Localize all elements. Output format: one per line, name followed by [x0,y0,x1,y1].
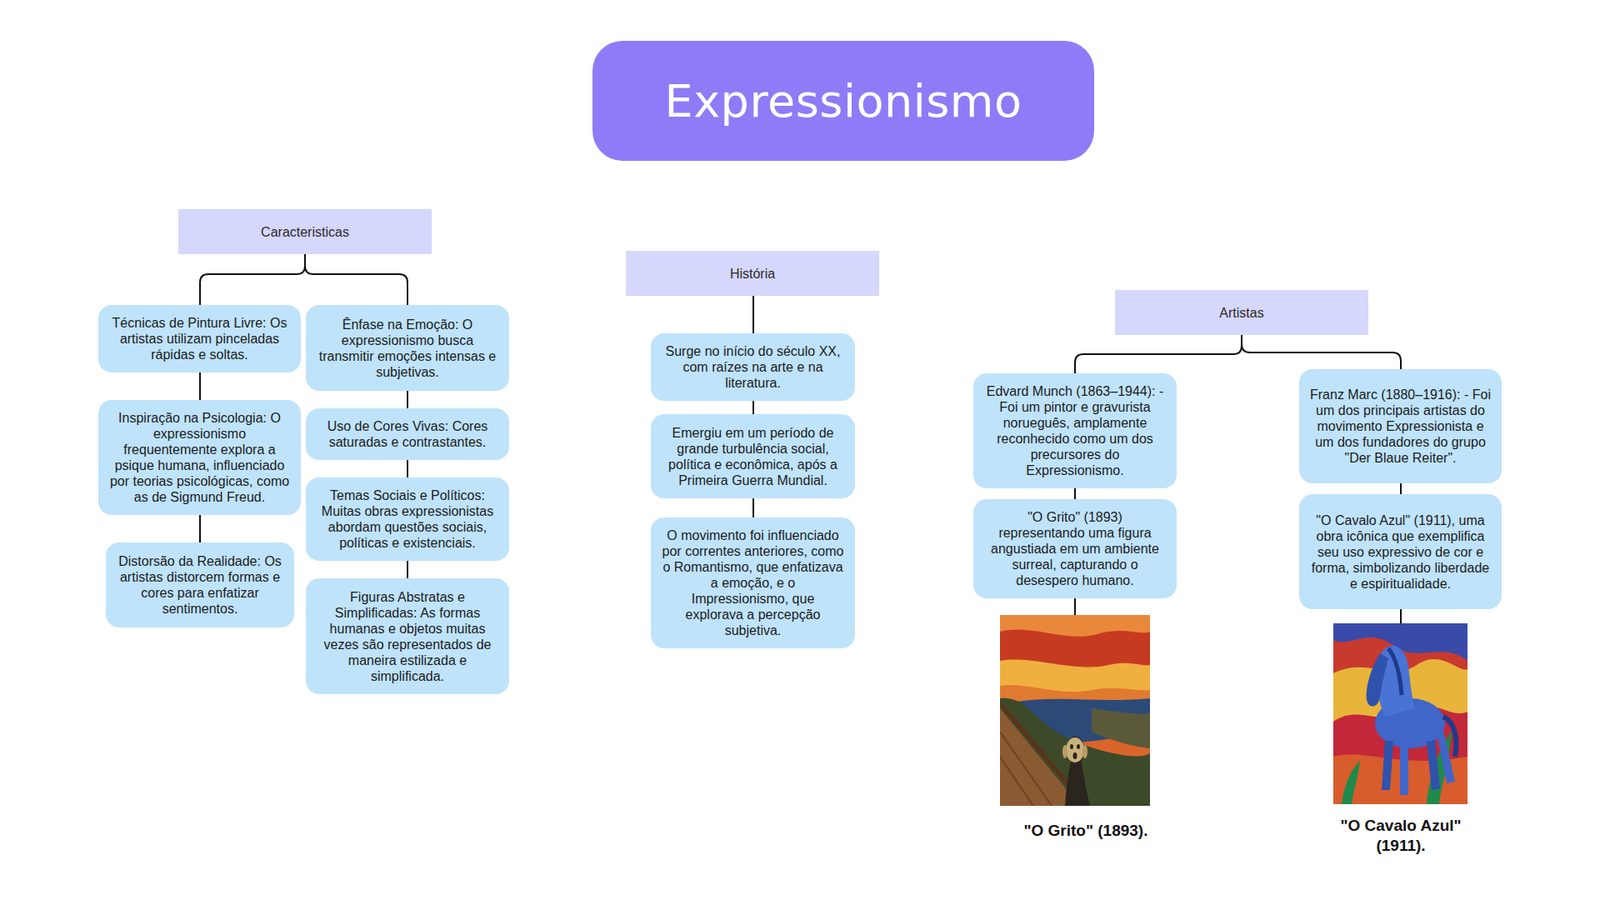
painting-shape [1062,745,1068,759]
painting-shape [1000,615,1150,806]
blue-horse-painting [1333,623,1468,805]
painting-shape [1426,740,1440,790]
info-box: "O Grito" (1893) representando uma figur… [973,499,1177,599]
text-wrap: Artistas [1125,305,1359,321]
info-box: O movimento foi influenciado por corrent… [650,517,855,649]
connector-line [199,372,201,400]
painting-shape [1366,653,1389,707]
painting-shape [1341,760,1360,805]
the-scream-painting [1000,615,1150,806]
painting-shape [1065,737,1085,763]
section-title: Caracteristicas [188,224,422,240]
painting-shape [1091,708,1150,749]
painting-shape [1070,744,1074,750]
connector-line [305,254,408,305]
connector-line [406,460,409,478]
title-box: Expressionismo [592,40,1095,161]
painting-shape [1065,736,1090,806]
painting-shape [1076,744,1080,750]
connector-line [200,254,305,305]
box-text: Inspiração na Psicologia: O expressionis… [108,410,291,505]
box-text: "O Grito" (1893) representando uma figur… [983,509,1167,589]
info-box: Ênfase na Emoção: O expressionismo busca… [305,305,510,391]
connector-line [752,295,755,334]
info-box: Inspiração na Psicologia: O expressionis… [98,400,301,515]
connector-line [406,390,409,409]
painting-shape [1082,745,1088,759]
box-text: Distorsão da Realidade: Os artistas dist… [115,553,285,617]
text-wrap: Franz Marc (1880–1916): - Foi um dos pri… [1309,386,1492,466]
painting-shape [1400,745,1409,795]
connector-line [1400,483,1402,495]
text-wrap: Edvard Munch (1863–1944): - Foi um pinto… [983,383,1167,479]
painting-shape [1000,731,1052,806]
info-box: Distorsão da Realidade: Os artistas dist… [105,542,295,628]
info-box: "O Cavalo Azul" (1911), uma obra icônica… [1299,494,1502,610]
text-wrap: "O Grito" (1893) representando uma figur… [983,509,1167,589]
text-wrap: Figuras Abstratas e Simplificadas: As fo… [315,589,500,685]
leader-line [1074,598,1076,615]
text-wrap: Caracteristicas [188,224,422,240]
painting-shape [1443,716,1456,757]
box-text: Franz Marc (1880–1916): - Foi um dos pri… [1309,386,1492,466]
box-text: Emergiu em um período de grande turbulên… [660,425,845,489]
box-text: O movimento foi influenciado por corrent… [660,527,845,639]
section-header: História [625,250,880,296]
painting-shape [1381,740,1394,790]
painting-caption: "O Grito" (1893). [969,820,1203,841]
painting-caption: "O Cavalo Azul" (1911). [1327,815,1475,856]
section-header: Caracteristicas [178,209,432,255]
text-wrap: Emergiu em um período de grande turbulên… [660,425,845,489]
text-wrap: Ênfase na Emoção: O expressionismo busca… [315,316,500,380]
box-text: Temas Sociais e Políticos: Muitas obras … [315,487,500,551]
info-box: Técnicas de Pintura Livre: Os artistas u… [98,305,301,373]
painting-shape [1000,756,1034,806]
connector-line [1241,335,1401,370]
box-text: Surge no início do século XX, com raízes… [660,343,845,391]
info-box: Franz Marc (1880–1916): - Foi um dos pri… [1299,369,1502,484]
connector-line [1074,488,1076,500]
box-text: Ênfase na Emoção: O expressionismo busca… [315,316,500,380]
info-box: Figuras Abstratas e Simplificadas: As fo… [305,578,510,695]
painting-shape [1073,752,1078,760]
box-text: Técnicas de Pintura Livre: Os artistas u… [108,315,291,363]
connector-line [199,515,201,543]
section-title: Artistas [1125,305,1359,321]
info-box: Edvard Munch (1863–1944): - Foi um pinto… [973,373,1177,489]
info-box: Emergiu em um período de grande turbulên… [650,414,855,499]
painting-shape [1436,730,1455,784]
painting-shape [1000,698,1150,806]
box-text: Figuras Abstratas e Simplificadas: As fo… [315,589,500,685]
connector-line [406,560,409,579]
box-text: Uso de Cores Vivas: Cores saturadas e co… [315,418,500,450]
info-box: Uso de Cores Vivas: Cores saturadas e co… [305,408,510,460]
text-wrap: Surge no início do século XX, com raízes… [660,343,845,391]
box-text: "O Cavalo Azul" (1911), uma obra icônica… [1309,512,1492,592]
info-box: Temas Sociais e Políticos: Muitas obras … [305,477,510,561]
box-text: Edvard Munch (1863–1944): - Foi um pinto… [983,383,1167,479]
info-box: Surge no início do século XX, com raízes… [650,333,855,401]
connector-line [752,498,755,518]
text-wrap: Inspiração na Psicologia: O expressionis… [108,410,291,505]
text-wrap: "O Cavalo Azul" (1911), uma obra icônica… [1309,512,1492,592]
leader-line [1400,609,1402,624]
text-wrap: O movimento foi influenciado por corrent… [660,527,845,639]
section-header: Artistas [1115,290,1369,335]
section-title: História [635,265,870,282]
text-wrap: Uso de Cores Vivas: Cores saturadas e co… [315,418,500,450]
painting-shape [1333,623,1468,805]
text-wrap: Temas Sociais e Políticos: Muitas obras … [315,487,500,551]
connector-line [752,400,755,415]
text-wrap: História [635,265,870,282]
painting-shape [1388,648,1402,695]
text-wrap: Distorsão da Realidade: Os artistas dist… [115,553,285,617]
title-text: Expressionismo [665,75,1023,128]
connector-line [1075,335,1242,374]
text-wrap: Técnicas de Pintura Livre: Os artistas u… [108,315,291,363]
